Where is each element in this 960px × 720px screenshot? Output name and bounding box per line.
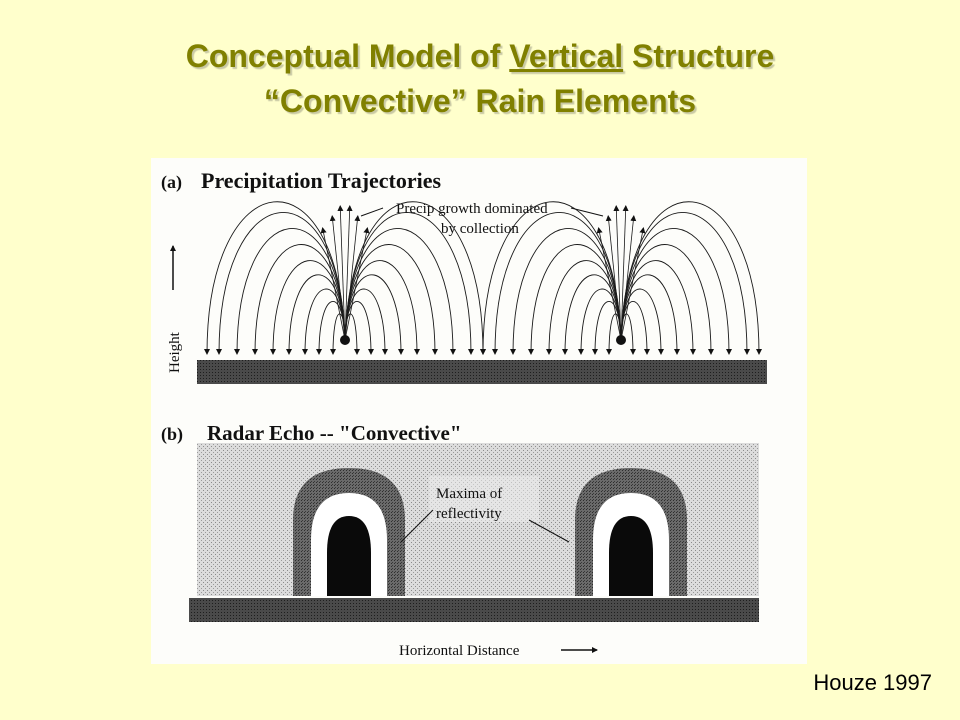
ground-surface-a <box>197 360 767 384</box>
trajectory-arc <box>546 260 622 355</box>
trajectory-spike <box>337 205 346 341</box>
title-line-1: Conceptual Model of Vertical Structure <box>0 34 960 79</box>
trajectory-spike <box>620 215 637 341</box>
updraft-core-left <box>340 335 350 345</box>
ground-surface-b <box>189 598 759 622</box>
title-line-1-end: Structure <box>623 38 775 74</box>
panel-b-title: Radar Echo -- "Convective" <box>207 421 461 445</box>
panel-b-header-band <box>151 413 807 443</box>
trajectory-arc <box>620 260 696 355</box>
trajectory-spike <box>344 205 353 341</box>
trajectory-cell-left <box>204 201 486 355</box>
trajectory-spike <box>596 227 622 341</box>
trajectory-arc <box>510 228 622 355</box>
echo-cell-left <box>293 468 405 596</box>
trajectory-spike <box>329 215 346 341</box>
trajectory-arc <box>620 201 762 355</box>
source-credit: Houze 1997 <box>813 670 932 695</box>
annotation-b-backdrop <box>429 476 539 522</box>
trajectory-spike <box>620 205 629 341</box>
trajectory-arc <box>344 228 456 355</box>
updraft-core-right <box>616 335 626 345</box>
panel-b-annotation-line-1: Maxima of <box>436 486 502 502</box>
panel-b: (b) Radar Echo -- "Convective" Maxima of… <box>151 413 807 659</box>
trajectory-arc <box>270 260 346 355</box>
trajectory-arc <box>204 201 346 355</box>
trajectory-spike <box>320 227 346 341</box>
trajectory-arc <box>234 228 346 355</box>
title-underlined-word: Vertical <box>509 38 624 74</box>
echo-cell-right <box>575 468 687 596</box>
trajectory-arc <box>344 212 474 355</box>
panel-a-label: (a) <box>161 172 182 193</box>
trajectory-arc <box>528 244 622 355</box>
trajectory-arc <box>252 244 346 355</box>
trajectory-cell-right <box>480 201 762 355</box>
panel-a-annotation-line-2: by collection <box>441 221 519 237</box>
panel-a: (a) Precipitation Trajectories Precip gr… <box>161 168 767 384</box>
trajectory-arc <box>620 244 714 355</box>
slide-title: Conceptual Model of Vertical Structure “… <box>0 34 960 124</box>
trajectory-arc <box>620 228 732 355</box>
trajectory-arc <box>344 244 438 355</box>
trajectory-arc <box>562 274 622 355</box>
trajectory-arc <box>286 274 346 355</box>
horizontal-axis-label: Horizontal Distance <box>399 643 520 659</box>
trajectory-spike <box>344 215 361 341</box>
panel-a-annotation-line-1: Precip growth dominated <box>396 201 548 217</box>
trajectory-spike <box>605 215 622 341</box>
panel-b-label: (b) <box>161 424 183 445</box>
houze-figure: (a) Precipitation Trajectories Precip gr… <box>151 158 807 664</box>
annotation-b-leader-left <box>400 509 434 543</box>
trajectory-arc <box>480 201 622 355</box>
trajectory-arc <box>620 212 750 355</box>
title-line-1-start: Conceptual Model of <box>185 38 510 74</box>
trajectory-spike <box>613 205 622 341</box>
trajectory-arc <box>344 274 404 355</box>
title-line-2: “Convective” Rain Elements <box>263 83 697 119</box>
height-axis-label: Height <box>167 331 183 373</box>
panel-b-annotation-line-2: reflectivity <box>436 506 502 522</box>
trajectory-arc <box>620 274 680 355</box>
panel-a-title: Precipitation Trajectories <box>201 168 442 193</box>
trajectory-spike <box>620 227 646 341</box>
annotation-a-leader-left <box>360 207 384 217</box>
trajectory-spike <box>344 227 370 341</box>
annotation-b-leader-right <box>528 519 570 543</box>
trajectory-arc <box>492 212 622 355</box>
trajectory-arc <box>344 260 420 355</box>
trajectory-arc <box>344 201 486 355</box>
trajectory-arc <box>216 212 346 355</box>
